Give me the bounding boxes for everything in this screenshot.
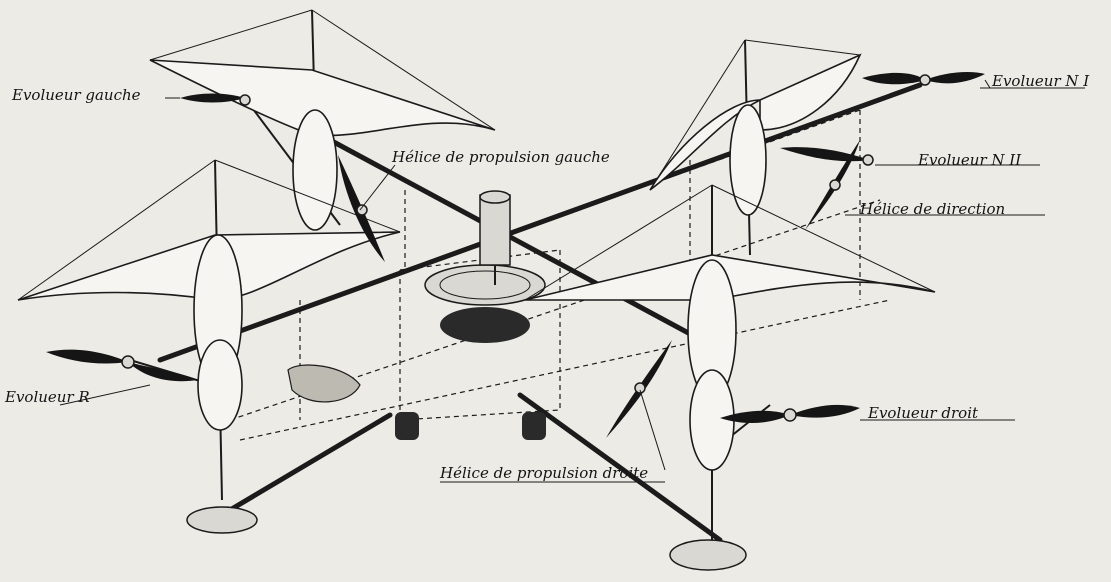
spar-front-left xyxy=(227,412,393,513)
rotor-sail-left-front xyxy=(17,159,401,501)
propeller-evolueur-n1 xyxy=(862,72,985,86)
spar-long xyxy=(157,82,923,363)
label-evolueur-r: Evolueur R xyxy=(4,388,90,406)
foot-left xyxy=(186,506,258,534)
foot-right xyxy=(669,539,747,571)
central-engine xyxy=(424,190,546,343)
label-helice-propulsion-droite: Hélice de propulsion droite xyxy=(439,464,648,482)
propeller-evolueur-gauche xyxy=(180,93,251,106)
label-helice-direction: Hélice de direction xyxy=(859,200,1005,218)
rotor-sail-right-front xyxy=(524,184,936,550)
propeller-evolueur-droit xyxy=(720,404,860,424)
main-frame xyxy=(129,82,923,543)
label-evolueur-n2: Evolueur N II xyxy=(917,151,1022,169)
engine-shaft xyxy=(479,194,511,266)
propeller-evolueur-n2 xyxy=(780,147,874,166)
propeller-helice-direction xyxy=(805,140,860,230)
propeller-propulsion-droite xyxy=(606,340,672,438)
landing-feet xyxy=(186,364,747,571)
label-helice-propulsion-gauche: Hélice de propulsion gauche xyxy=(391,148,610,166)
wheel-right xyxy=(522,412,546,440)
label-evolueur-droit: Evolueur droit xyxy=(867,404,979,422)
rotor-sail-left-rear xyxy=(149,9,496,231)
dashed-cage xyxy=(209,109,891,441)
wheel-left xyxy=(395,412,419,440)
pilot-seat xyxy=(287,364,361,403)
rotor-sail-right-rear xyxy=(649,39,862,256)
leader-lines xyxy=(59,79,1085,483)
label-evolueur-gauche: Evolueur gauche xyxy=(11,86,141,104)
label-evolueur-n1: Evolueur N I xyxy=(991,72,1090,90)
spar-front-right xyxy=(517,392,723,543)
spar-left-rear xyxy=(327,137,723,353)
propeller-evolueur-r xyxy=(46,349,198,382)
engine-base xyxy=(440,307,530,343)
